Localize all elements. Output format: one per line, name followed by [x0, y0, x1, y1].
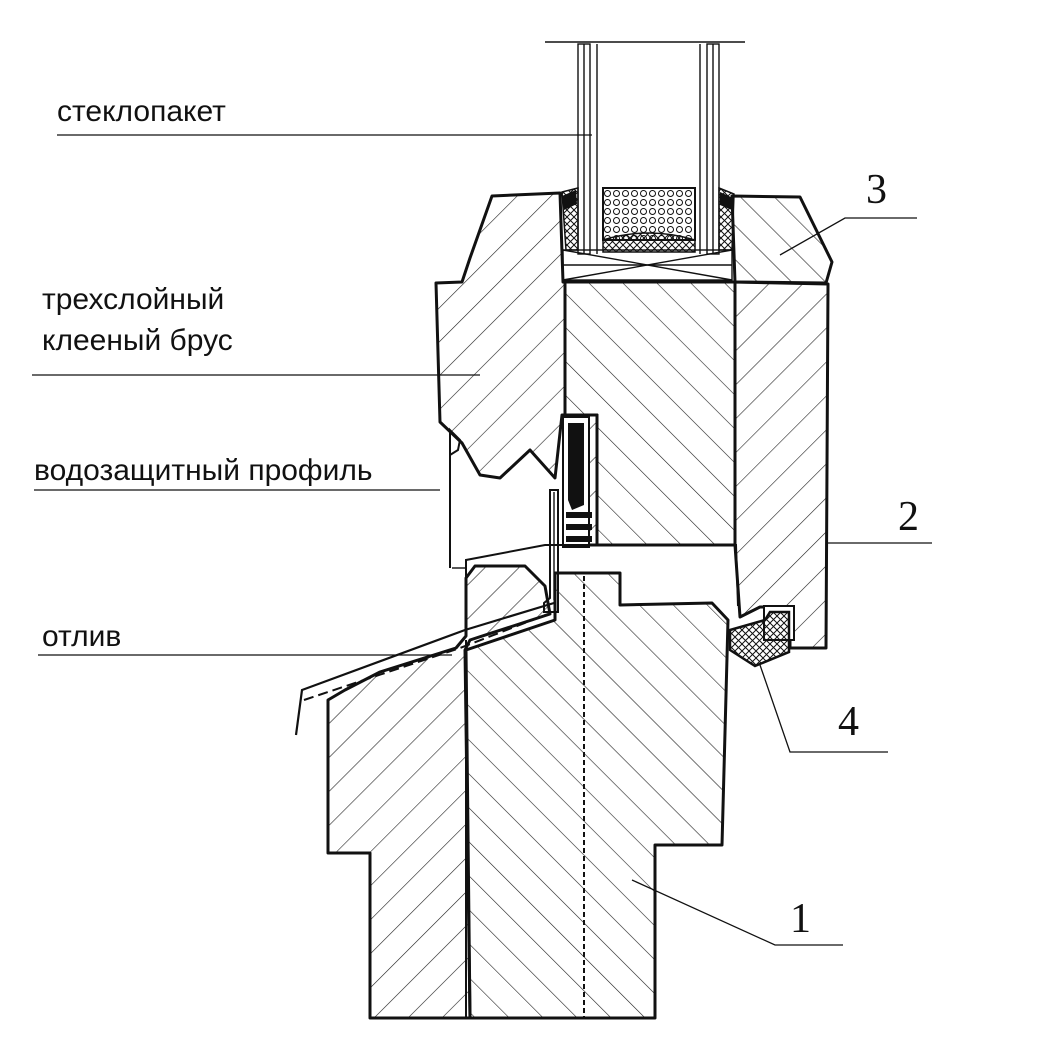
drip-flashing — [294, 427, 555, 736]
callout-2: 2 — [898, 494, 919, 540]
sash-profile — [434, 191, 834, 650]
label-water-profile: водозащитный профиль — [34, 454, 373, 487]
label-beam-line1: трехслойный — [42, 283, 224, 316]
leader-lines — [32, 134, 932, 946]
frame-profile — [326, 544, 739, 1020]
label-glass-unit: стеклопакет — [57, 95, 226, 128]
callout-4: 4 — [838, 699, 859, 745]
label-drip: отлив — [42, 620, 121, 653]
seal-4 — [728, 605, 795, 668]
callout-3: 3 — [866, 167, 887, 213]
callout-1: 1 — [790, 896, 811, 942]
glass-unit — [545, 41, 745, 281]
label-beam-line2: клееный брус — [42, 324, 233, 357]
